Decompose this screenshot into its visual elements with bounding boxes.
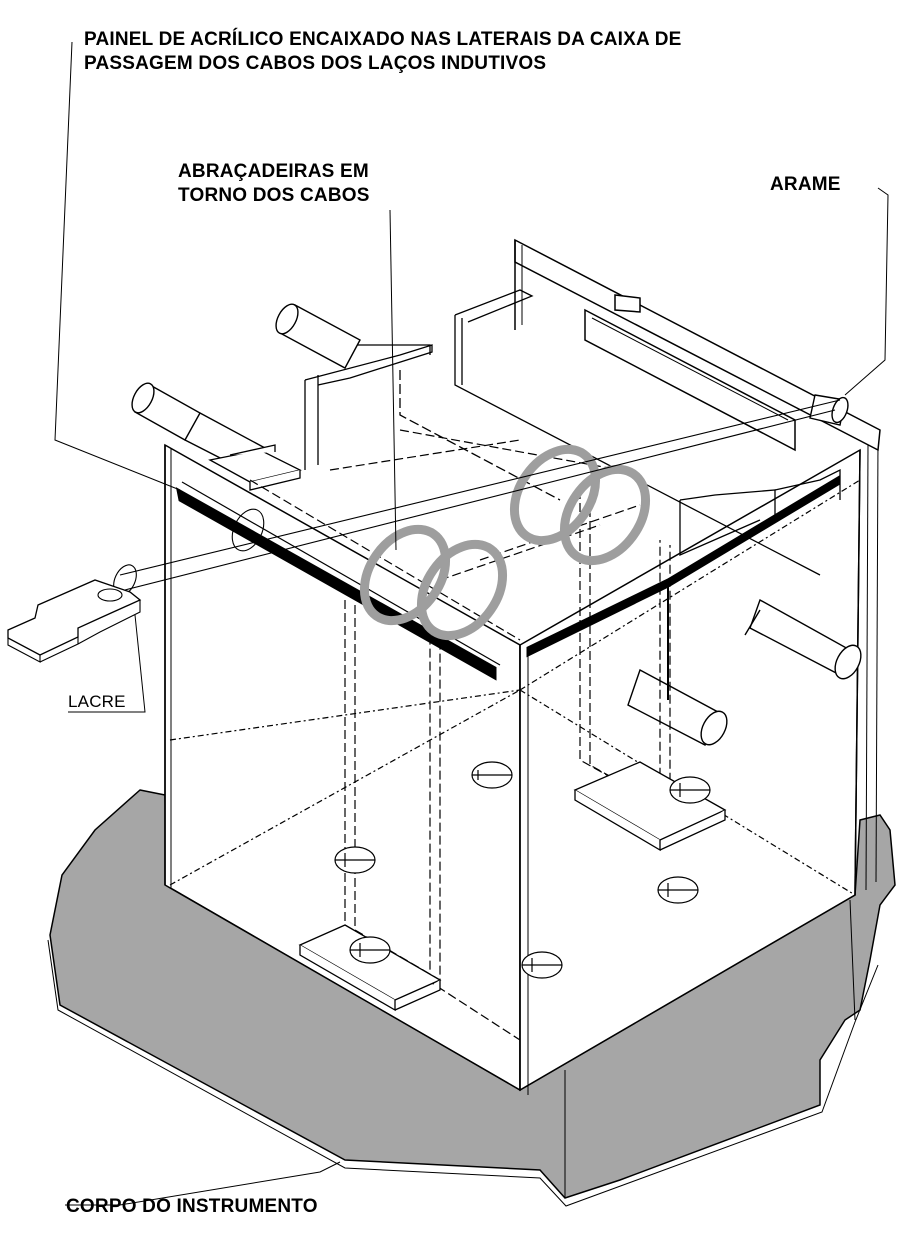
acrylic-panel-left-bar <box>175 487 497 681</box>
label-instrument-body: CORPO DO INSTRUMENTO <box>66 1196 318 1217</box>
cable-center-right <box>627 668 728 746</box>
leader-abracadeiras <box>389 209 397 551</box>
label-acrylic-panel-line-2: PASSAGEM DOS CABOS DOS LAÇOS INDUTIVOS <box>84 53 547 74</box>
label-wire: ARAME <box>770 174 841 195</box>
leader-lines <box>54 41 889 1206</box>
clamp-2 <box>416 539 508 641</box>
screw-1 <box>471 761 513 789</box>
label-seal: LACRE <box>68 692 126 711</box>
leader-lacre <box>68 614 146 713</box>
cables <box>131 303 862 746</box>
screw-6 <box>669 776 711 804</box>
cable-front-left <box>131 382 266 464</box>
screw-5 <box>657 876 699 904</box>
clamp-1 <box>359 524 451 626</box>
cable-rear-left <box>275 303 361 369</box>
label-acrylic-panel: PAINEL DE ACRÍLICO ENCAIXADO NAS LATERAI… <box>84 28 682 76</box>
leader-arame <box>844 187 889 396</box>
cable-right-front <box>744 598 862 680</box>
clamp-3 <box>509 444 601 546</box>
clamp-4 <box>559 464 651 566</box>
label-cable-clamps-line-1: ABRAÇADEIRAS EM <box>178 161 369 182</box>
acrylic-panel-edges <box>175 475 840 700</box>
label-cable-clamps: ABRAÇADEIRAS EM TORNO DOS CABOS <box>178 160 370 208</box>
cable-entry-blocks <box>208 444 302 491</box>
wire-and-seal <box>7 399 841 663</box>
screw-3 <box>349 936 391 964</box>
cable-clamps <box>359 444 651 641</box>
label-acrylic-panel-line-1: PAINEL DE ACRÍLICO ENCAIXADO NAS LATERAI… <box>84 29 682 50</box>
leader-painel <box>54 41 181 491</box>
rear-panel <box>514 238 881 452</box>
wire <box>119 399 841 576</box>
inner-rear-compartment <box>304 289 841 576</box>
screw-4 <box>521 951 563 979</box>
screw-2 <box>334 846 376 874</box>
leader-corpo <box>65 1161 341 1206</box>
cable-rear-right <box>809 394 849 426</box>
label-cable-clamps-line-2: TORNO DOS CABOS <box>178 185 370 206</box>
screws <box>334 761 711 979</box>
